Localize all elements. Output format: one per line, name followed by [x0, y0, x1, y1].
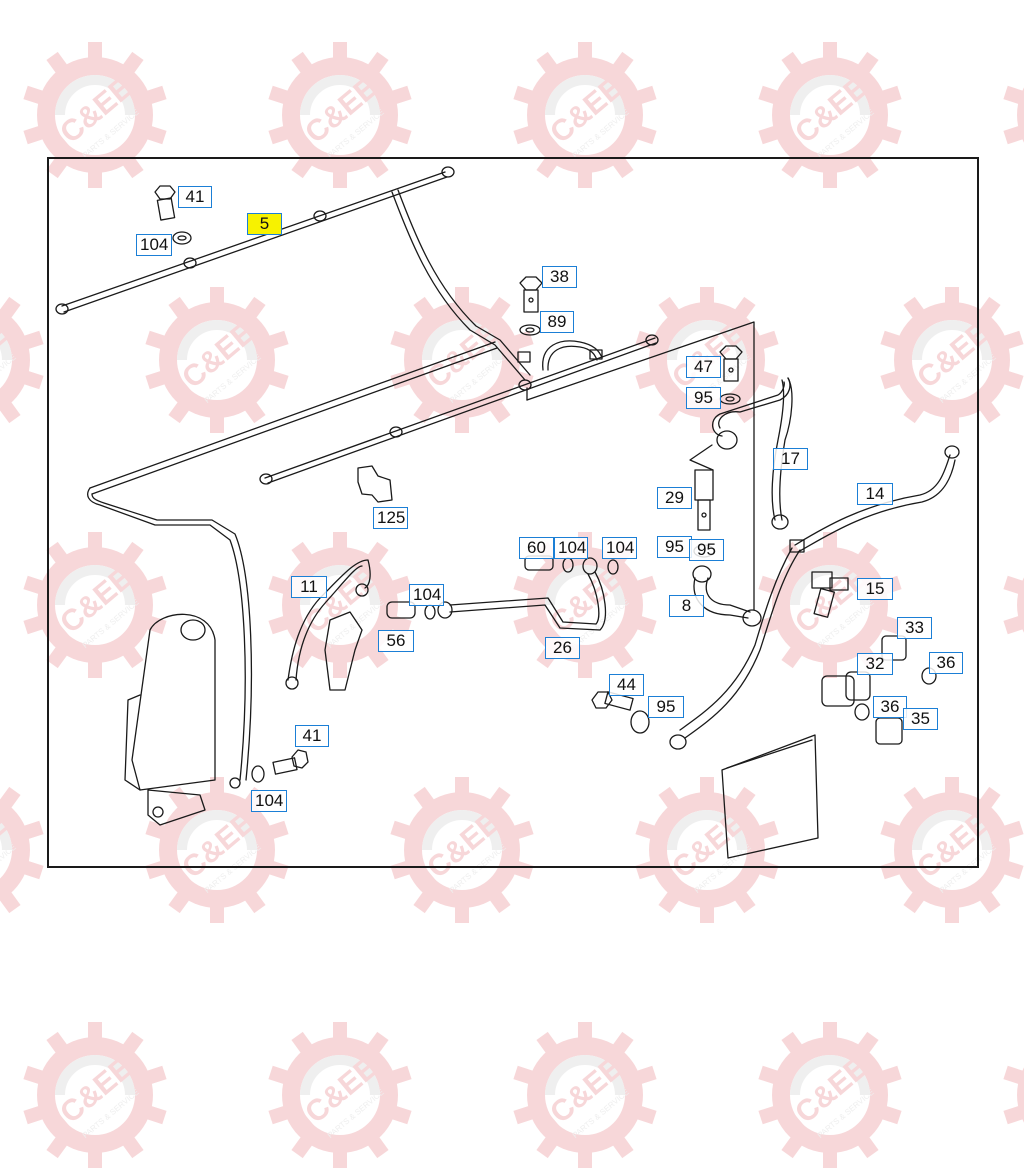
part-callout-14[interactable]: 14	[857, 483, 893, 505]
washer-89	[519, 324, 541, 336]
watermark-logo: IC&EE PARTS & SERVICE	[265, 1020, 415, 1170]
watermark-tagline: PARTS & SERVICE	[816, 1088, 876, 1140]
part-callout-56[interactable]: 56	[378, 630, 414, 652]
part-callout-38[interactable]: 38	[542, 266, 577, 288]
part-callout-104[interactable]: 104	[602, 537, 637, 559]
nut-35	[875, 717, 903, 745]
part-callout-41[interactable]: 41	[178, 186, 212, 208]
part-callout-104[interactable]: 104	[251, 790, 287, 812]
part-callout-104[interactable]: 104	[136, 234, 172, 256]
fitting-29	[689, 444, 714, 531]
part-callout-95[interactable]: 95	[648, 696, 684, 718]
part-callout-8[interactable]: 8	[669, 595, 704, 617]
part-callout-41[interactable]: 41	[295, 725, 329, 747]
fuel-filter-canister	[124, 613, 216, 826]
part-callout-32[interactable]: 32	[857, 653, 893, 675]
fitting-32	[821, 675, 855, 707]
watermark-logo: IC&EE PARTS & SERVICE	[1000, 1020, 1024, 1170]
part-callout-95[interactable]: 95	[686, 387, 721, 409]
part-callout-26[interactable]: 26	[545, 637, 580, 659]
banjo-bolt-47	[719, 345, 743, 382]
watermark-tagline: PARTS & SERVICE	[81, 1088, 141, 1140]
watermark-tagline: PARTS & SERVICE	[571, 1088, 631, 1140]
watermark-tagline: PARTS & SERVICE	[326, 1088, 386, 1140]
watermark-brand: IC&EE	[783, 1051, 874, 1135]
part-callout-36[interactable]: 36	[873, 696, 907, 718]
watermark-brand: IC&EE	[293, 1051, 384, 1135]
fuel-line-5	[55, 166, 455, 315]
watermark-logo: IC&EE PARTS & SERVICE	[510, 1020, 660, 1170]
clip-125	[357, 465, 393, 503]
part-callout-5[interactable]: 5	[247, 213, 282, 235]
part-callout-125[interactable]: 125	[373, 507, 408, 529]
watermark-brand: IC&EE	[48, 1051, 139, 1135]
part-callout-104[interactable]: 104	[409, 584, 444, 606]
banjo-bolt-38	[519, 276, 543, 313]
part-callout-95[interactable]: 95	[657, 536, 692, 558]
washer-36b	[854, 703, 870, 721]
part-callout-33[interactable]: 33	[897, 617, 932, 639]
part-callout-95[interactable]: 95	[689, 539, 724, 561]
part-callout-35[interactable]: 35	[903, 708, 938, 730]
part-callout-36[interactable]: 36	[929, 652, 963, 674]
tee-fitting-15	[811, 571, 849, 618]
part-callout-89[interactable]: 89	[540, 311, 574, 333]
part-callout-47[interactable]: 47	[686, 356, 721, 378]
part-callout-44[interactable]: 44	[609, 674, 644, 696]
sensor	[324, 611, 363, 691]
part-callout-60[interactable]: 60	[519, 537, 554, 559]
watermark-brand: IC&EE	[538, 1051, 629, 1135]
part-callout-104[interactable]: 104	[554, 537, 588, 559]
part-callout-17[interactable]: 17	[773, 448, 808, 470]
watermark-logo: IC&EE PARTS & SERVICE	[20, 1020, 170, 1170]
watermark-logo: IC&EE PARTS & SERVICE	[755, 1020, 905, 1170]
part-callout-15[interactable]: 15	[857, 578, 893, 600]
parts-line-drawing	[55, 166, 960, 859]
part-callout-29[interactable]: 29	[657, 487, 692, 509]
part-callout-11[interactable]: 11	[291, 576, 327, 598]
